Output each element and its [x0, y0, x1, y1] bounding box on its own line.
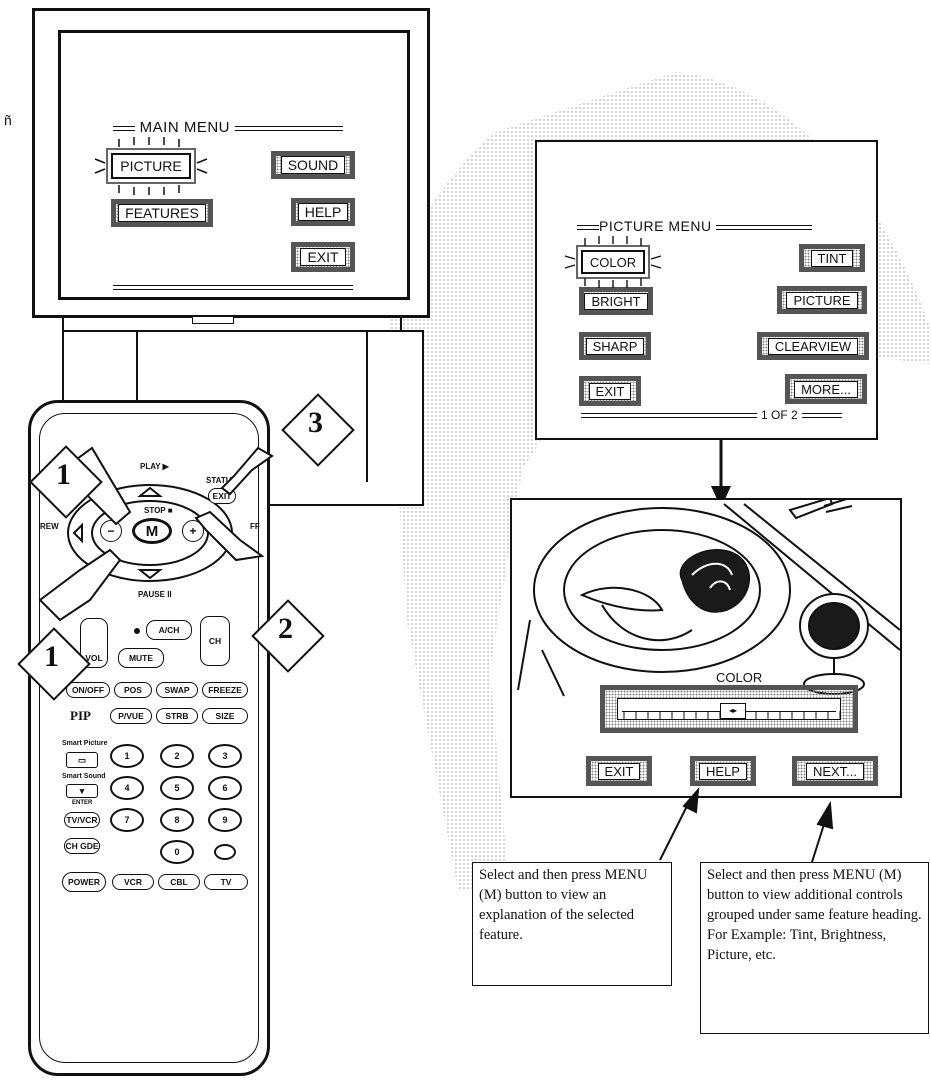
- remote-size-button[interactable]: SIZE: [202, 708, 248, 724]
- down-arrow: [711, 440, 731, 508]
- remote-vcr-button[interactable]: VCR: [112, 874, 154, 890]
- remote-digit-2[interactable]: 2: [160, 744, 194, 768]
- picture-exit-button[interactable]: EXIT: [579, 376, 641, 406]
- remote-digit-9[interactable]: 9: [208, 808, 242, 832]
- picture-more-button[interactable]: MORE...: [785, 374, 867, 404]
- remote-pip-label: PIP: [70, 708, 91, 723]
- dinner-illustration: [517, 500, 900, 697]
- picture-sharp-button[interactable]: SHARP: [579, 332, 651, 360]
- remote-onoff-button[interactable]: ON/OFF: [66, 682, 110, 698]
- remote-digit-4[interactable]: 4: [110, 776, 144, 800]
- remote-stop-label: STOP ■: [144, 506, 173, 515]
- next-note: Select and then press MENU (M) button to…: [700, 862, 929, 1034]
- remote-pos-button[interactable]: POS: [114, 682, 152, 698]
- remote-status-label: STATUS: [206, 476, 237, 485]
- remote-digit-5[interactable]: 5: [160, 776, 194, 800]
- remote-ach-button[interactable]: A/CH: [146, 620, 192, 640]
- tv-base: [62, 316, 402, 332]
- remote-smart-picture-label: Smart Picture: [62, 740, 108, 747]
- color-glow-rays: [564, 236, 662, 288]
- remote-chgde-button[interactable]: CH GDE: [64, 838, 100, 854]
- color-exit-button[interactable]: EXIT: [586, 756, 652, 786]
- remote-tv-button[interactable]: TV: [204, 874, 248, 890]
- callout-number: 2: [278, 612, 293, 645]
- remote-enter-label: ENTER: [72, 800, 93, 806]
- color-help-button[interactable]: HELP: [690, 756, 756, 786]
- picture-menu-panel: PICTURE MENU COLOR TINT BRIGHT PICTURE S…: [535, 140, 878, 440]
- hand-illustrations: [38, 446, 274, 622]
- color-screen-panel: COLOR ◂▸ EXIT HELP NEXT...: [510, 498, 902, 798]
- remote-rew-label: REW: [40, 522, 59, 531]
- remote-digit-3[interactable]: 3: [208, 744, 242, 768]
- remote-cbl-button[interactable]: CBL: [158, 874, 200, 890]
- remote-tvvcr-button[interactable]: TV/VCR: [64, 812, 100, 828]
- side-mark: ñ: [4, 112, 12, 128]
- main-sound-button[interactable]: SOUND: [271, 151, 355, 179]
- color-label: COLOR: [716, 670, 763, 685]
- remote-power-button[interactable]: POWER: [62, 872, 106, 892]
- remote-digit-1[interactable]: 1: [110, 744, 144, 768]
- remote-smart-sound-label: Smart Sound: [62, 773, 106, 780]
- remote-play-label: PLAY ▶: [140, 462, 169, 471]
- picture-color-button[interactable]: COLOR: [581, 250, 645, 274]
- remote-freeze-button[interactable]: FREEZE: [202, 682, 248, 698]
- remote-plus-button[interactable]: +: [182, 520, 204, 542]
- picture-menu-title: PICTURE MENU: [577, 218, 812, 234]
- remote-minus-button[interactable]: −: [100, 520, 122, 542]
- picture-menu-page: 1 OF 2: [581, 408, 867, 422]
- main-picture-button[interactable]: PICTURE: [111, 153, 191, 179]
- remote-mute-button[interactable]: MUTE: [118, 648, 164, 668]
- main-help-button[interactable]: HELP: [291, 198, 355, 226]
- remote-ach-dot: [134, 628, 140, 634]
- remote-ch-button[interactable]: CH: [200, 616, 230, 666]
- main-exit-button[interactable]: EXIT: [291, 242, 355, 272]
- main-menu-title: MAIN MENU: [113, 119, 343, 136]
- color-next-button[interactable]: NEXT...: [792, 756, 878, 786]
- remote-pvue-button[interactable]: P/VUE: [110, 708, 152, 724]
- main-features-button[interactable]: FEATURES: [111, 199, 213, 227]
- remote-swap-button[interactable]: SWAP: [156, 682, 198, 698]
- remote-digit-6[interactable]: 6: [208, 776, 242, 800]
- remote-strb-button[interactable]: STRB: [156, 708, 198, 724]
- remote-smart-sound-button[interactable]: ▼: [66, 784, 98, 798]
- tv-screen: MAIN MENU PICTURE SOUND FEATURES HELP EX…: [58, 30, 410, 300]
- callout-number: 1: [44, 640, 59, 673]
- picture-bright-button[interactable]: BRIGHT: [579, 287, 653, 315]
- callout-number: 1: [56, 458, 71, 491]
- remote-pause-label: PAUSE II: [138, 590, 172, 599]
- remote-digit-0[interactable]: 0: [160, 840, 194, 864]
- picture-glow-rays: [94, 137, 208, 195]
- help-note: Select and then press MENU (M) button to…: [472, 862, 672, 986]
- color-slider[interactable]: ◂▸: [600, 685, 858, 733]
- remote-digit-7[interactable]: 7: [110, 808, 144, 832]
- picture-tint-button[interactable]: TINT: [799, 244, 865, 272]
- picture-clearview-button[interactable]: CLEARVIEW: [757, 332, 869, 360]
- remote-small-round-button[interactable]: [214, 844, 236, 860]
- main-menu-bottom-line: [113, 285, 353, 290]
- remote-digit-8[interactable]: 8: [160, 808, 194, 832]
- remote-smart-picture-button[interactable]: ▭: [66, 752, 98, 768]
- slider-knob[interactable]: ◂▸: [720, 703, 746, 719]
- callout-number: 3: [308, 406, 323, 439]
- remote-ff-label: FF: [250, 522, 260, 531]
- picture-picture-button[interactable]: PICTURE: [777, 286, 867, 314]
- remote-menu-button[interactable]: M: [132, 518, 172, 544]
